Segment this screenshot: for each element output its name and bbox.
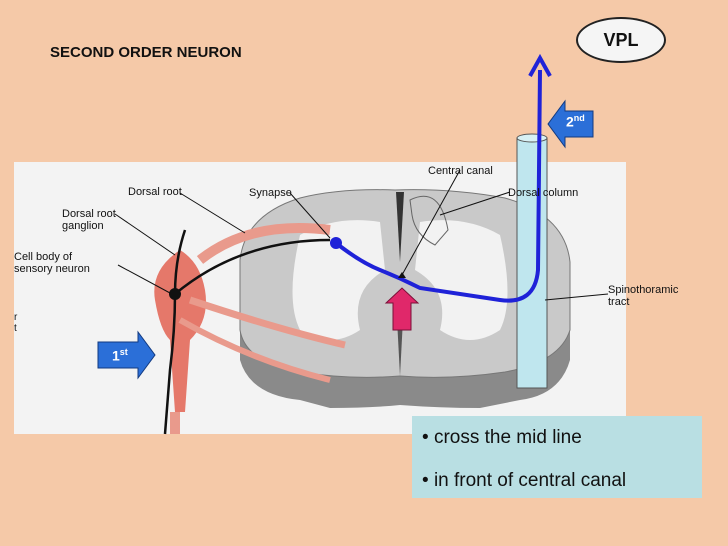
label-dorsal-root: Dorsal root — [128, 186, 182, 198]
slide-title: SECOND ORDER NEURON — [50, 44, 242, 61]
white-matter-left — [292, 220, 385, 340]
cell-body-dot — [169, 288, 181, 300]
second-order-arrow — [547, 99, 594, 149]
first-order-label: 1st — [112, 347, 128, 364]
ganglion — [154, 250, 206, 412]
notes-box — [412, 416, 702, 498]
label-synapse: Synapse — [249, 187, 292, 199]
vpl-arrowhead — [528, 53, 552, 77]
label-dorsal-column: Dorsal column — [508, 187, 579, 199]
spinothalamic-column — [516, 137, 548, 389]
first-order-arrow — [97, 330, 156, 380]
note-item: • in front of central canal — [422, 470, 627, 491]
second-order-axon — [334, 69, 542, 303]
midline-arrow — [384, 287, 420, 331]
dorsal-column-outline — [409, 195, 449, 246]
vpl-ellipse: VPL — [576, 17, 666, 63]
white-matter-right — [415, 220, 508, 340]
ventral-root-fibers — [188, 296, 346, 349]
synapse-dot — [330, 237, 342, 249]
dorsal-sulcus — [396, 192, 404, 262]
label-central-canal: Central canal — [428, 165, 493, 177]
second-order-label: 2nd — [566, 113, 585, 130]
dorsal-root-fibers — [196, 223, 331, 264]
note-item: • cross the mid line — [422, 427, 582, 448]
